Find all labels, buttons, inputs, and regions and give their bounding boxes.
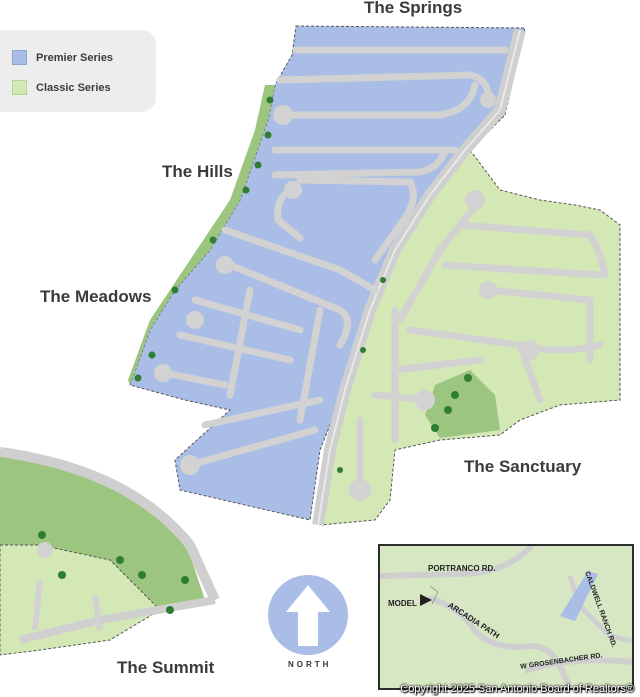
greenbelt-strip [128, 85, 275, 385]
legend-label-classic: Classic Series [36, 81, 111, 94]
location-inset-map: PORTRANCO RD. MODEL ARCADIA PATH CALDWEL… [378, 544, 634, 690]
portranco-road-label: PORTRANCO RD. [428, 564, 496, 573]
copyright-watermark: Copyright 2025 San Antonio Board of Real… [400, 683, 634, 695]
classic-swatch [12, 80, 27, 95]
inset-roads [380, 546, 632, 688]
area-label-sanctuary: The Sanctuary [464, 457, 582, 476]
area-label-springs: The Springs [364, 0, 463, 17]
summit-region [0, 447, 220, 656]
area-label-hills: The Hills [162, 162, 233, 181]
trees [38, 96, 472, 614]
north-arrow [268, 575, 348, 655]
cul-de-sacs [154, 92, 540, 501]
premier-swatch [12, 50, 27, 65]
legend-item-premier: Premier Series [12, 50, 113, 65]
area-label-summit: The Summit [117, 658, 215, 677]
springs-streets [156, 46, 509, 469]
legend-label-premier: Premier Series [36, 51, 114, 64]
model-label: MODEL [388, 599, 417, 608]
north-label: NORTH [288, 660, 332, 669]
legend: Premier Series Classic Series [0, 30, 156, 112]
sanctuary-park [425, 370, 500, 438]
main-boulevard-centerline [317, 29, 521, 526]
legend-item-classic: Classic Series [12, 80, 111, 95]
area-label-meadows: The Meadows [40, 287, 152, 306]
